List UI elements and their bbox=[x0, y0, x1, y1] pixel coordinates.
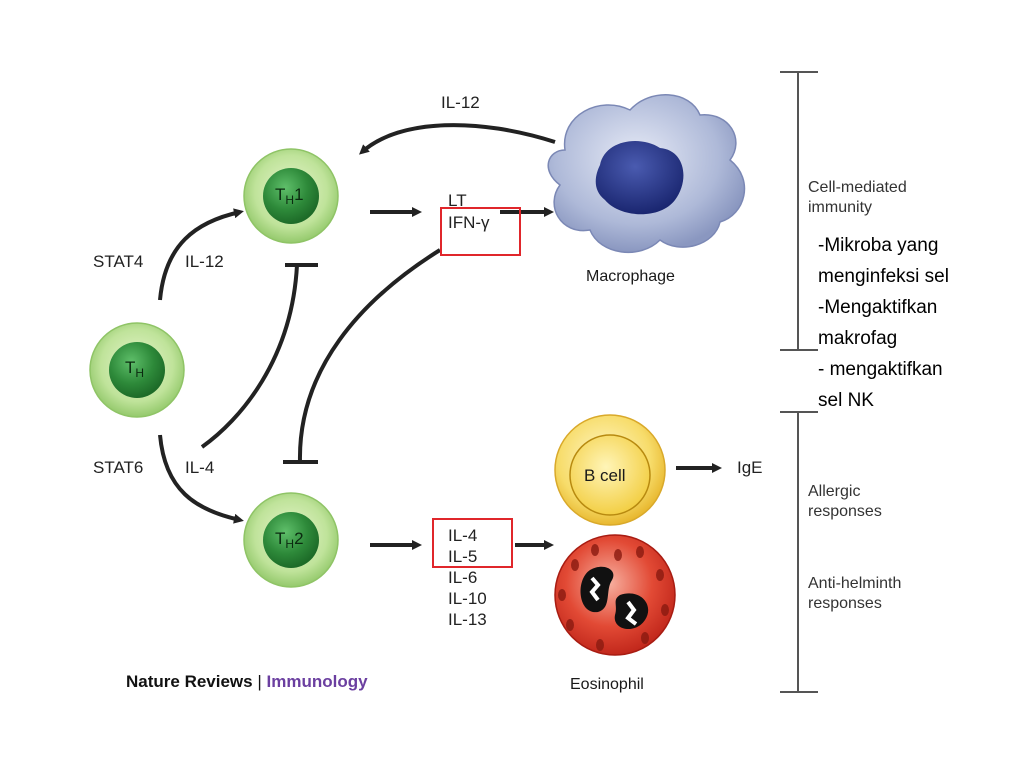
b-cell-label: B cell bbox=[584, 466, 626, 485]
note-line: menginfeksi sel bbox=[818, 266, 949, 287]
arrows bbox=[158, 123, 722, 550]
note-line: -Mengaktifkan bbox=[818, 297, 938, 318]
th1-cell bbox=[243, 148, 339, 244]
source-separator: | bbox=[252, 672, 267, 691]
th-cell-label: TH bbox=[125, 358, 145, 380]
lt-label: LT bbox=[448, 191, 467, 210]
source-brand: Nature Reviews bbox=[126, 672, 253, 691]
th-cell bbox=[89, 322, 185, 418]
stat6-label: STAT6 bbox=[93, 458, 144, 477]
th2-cytokine-il13: IL-13 bbox=[448, 610, 487, 629]
th2-cytokine-il4: IL-4 bbox=[448, 526, 478, 545]
th2-cell bbox=[243, 492, 339, 588]
th1-cell-label: TH1 bbox=[275, 185, 304, 207]
stat4-label: STAT4 bbox=[93, 252, 144, 271]
source-credit: Nature Reviews | Immunology bbox=[126, 672, 368, 692]
note-line: -Mikroba yang bbox=[818, 235, 939, 256]
note-line: makrofag bbox=[818, 328, 898, 349]
il12-left-label: IL-12 bbox=[185, 252, 224, 271]
macrophage-cell bbox=[547, 94, 746, 254]
eosinophil-label: Eosinophil bbox=[570, 676, 644, 693]
eosinophil-cell bbox=[554, 534, 676, 656]
macrophage-label: Macrophage bbox=[586, 268, 675, 285]
note-line: - mengaktifkan bbox=[818, 359, 943, 380]
ige-label: IgE bbox=[737, 458, 763, 477]
source-journal: Immunology bbox=[266, 672, 368, 691]
il4-left-label: IL-4 bbox=[185, 458, 215, 477]
th2-cytokine-il10: IL-10 bbox=[448, 589, 487, 608]
il4-il5-highlight-box bbox=[432, 518, 513, 568]
ifn-gamma-highlight-box bbox=[440, 207, 521, 256]
b-cell bbox=[554, 414, 666, 526]
il12-top-label: IL-12 bbox=[441, 93, 480, 112]
response-brackets bbox=[780, 71, 818, 693]
ifn-gamma-label: IFN-γ bbox=[448, 213, 490, 232]
th2-cytokine-il6: IL-6 bbox=[448, 568, 478, 587]
notes-text: -Mikroba yang menginfeksi sel -Mengaktif… bbox=[818, 230, 949, 416]
note-line: sel NK bbox=[818, 390, 874, 411]
th2-cytokine-il5: IL-5 bbox=[448, 547, 478, 566]
th2-cell-label: TH2 bbox=[275, 529, 304, 551]
